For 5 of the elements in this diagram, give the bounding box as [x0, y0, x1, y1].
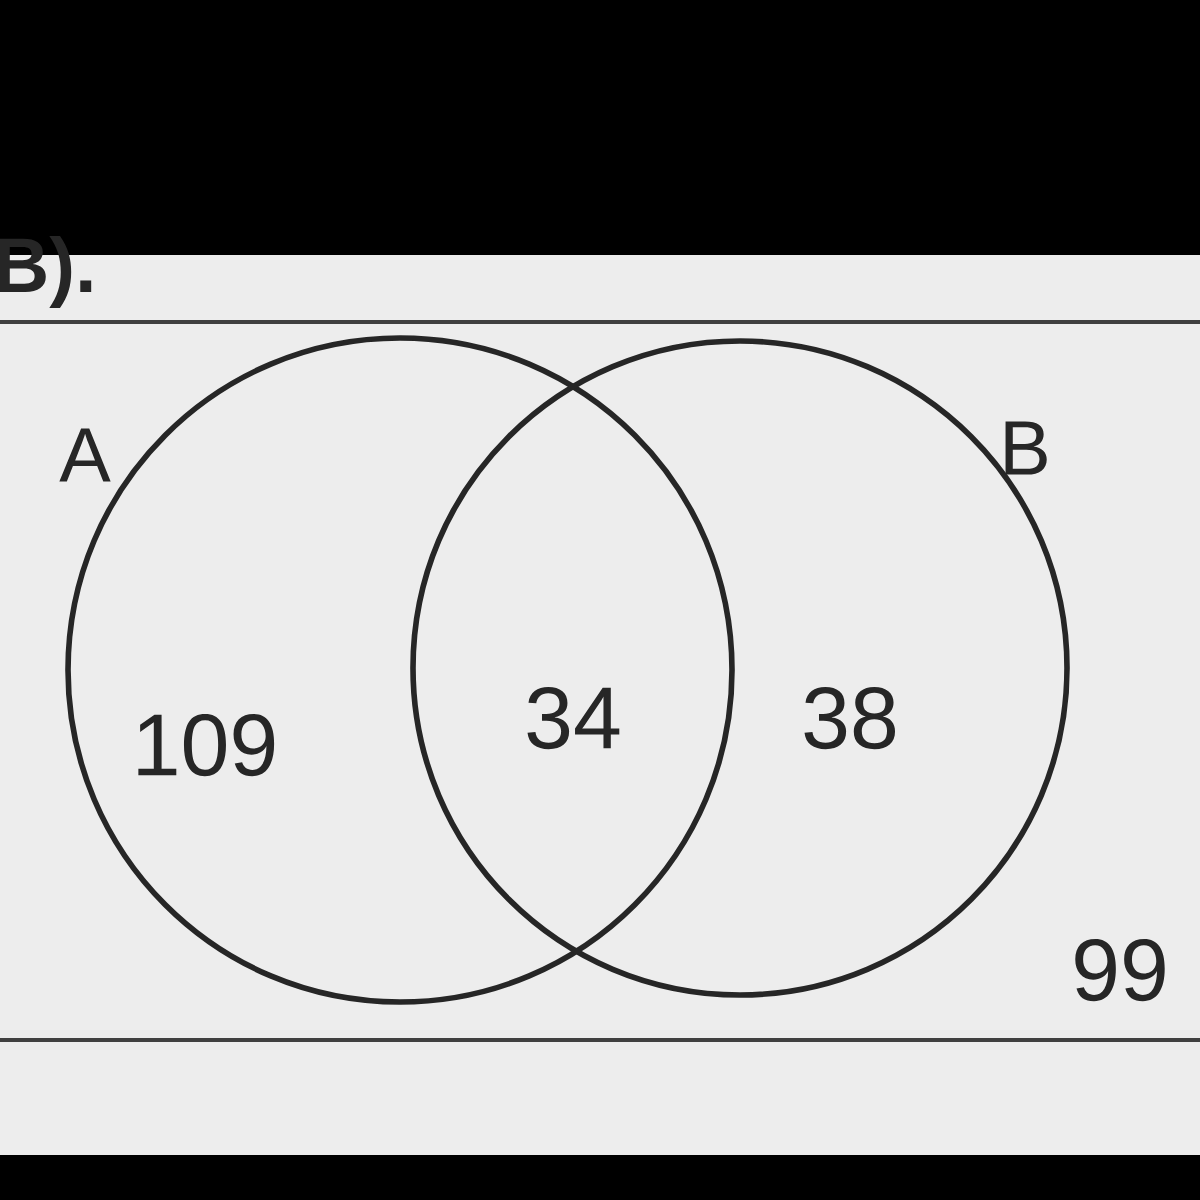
set-label: A [59, 428, 111, 482]
region-count: 34 [527, 686, 620, 750]
region-count: 109 [138, 713, 275, 777]
region-count: 38 [804, 686, 895, 750]
set-label: B [1005, 421, 1047, 475]
